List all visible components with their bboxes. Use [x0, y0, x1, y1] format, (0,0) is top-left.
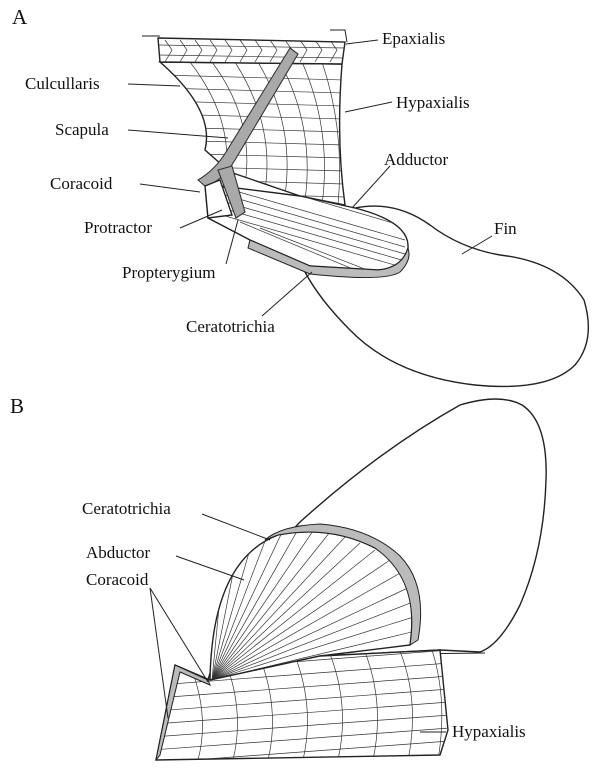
- leader-adductor-a: [352, 166, 390, 208]
- label-fin-a: Fin: [494, 219, 517, 238]
- panel-a-letter: A: [12, 5, 28, 29]
- label-culcullaris-a: Culcullaris: [25, 74, 100, 93]
- leader-abductor-b: [176, 556, 244, 580]
- leader-culcullaris-a: [128, 84, 180, 86]
- label-ceratotrichia-b: Ceratotrichia: [82, 499, 171, 518]
- label-abductor-b: Abductor: [86, 543, 151, 562]
- panel-a: A: [12, 5, 588, 386]
- leader-epaxialis-a: [346, 40, 378, 44]
- label-ceratotrichia-a: Ceratotrichia: [186, 317, 275, 336]
- label-propterygium-a: Propterygium: [122, 263, 216, 282]
- label-epaxialis-a: Epaxialis: [382, 29, 445, 48]
- label-scapula-a: Scapula: [55, 120, 109, 139]
- leader-coracoid-b-2: [150, 588, 168, 718]
- label-coracoid-a: Coracoid: [50, 174, 113, 193]
- panel-b-letter: B: [10, 394, 24, 418]
- label-protractor-a: Protractor: [84, 218, 152, 237]
- label-hypaxialis-b: Hypaxialis: [452, 722, 526, 741]
- label-hypaxialis-a: Hypaxialis: [396, 93, 470, 112]
- label-coracoid-b: Coracoid: [86, 570, 149, 589]
- panel-b: B: [10, 394, 546, 763]
- label-adductor-a: Adductor: [384, 150, 449, 169]
- leader-ceratotrichia-a: [262, 272, 312, 316]
- leader-hypaxialis-a: [345, 102, 392, 112]
- leader-ceratotrichia-b: [202, 514, 270, 540]
- leader-coracoid-a: [140, 184, 200, 192]
